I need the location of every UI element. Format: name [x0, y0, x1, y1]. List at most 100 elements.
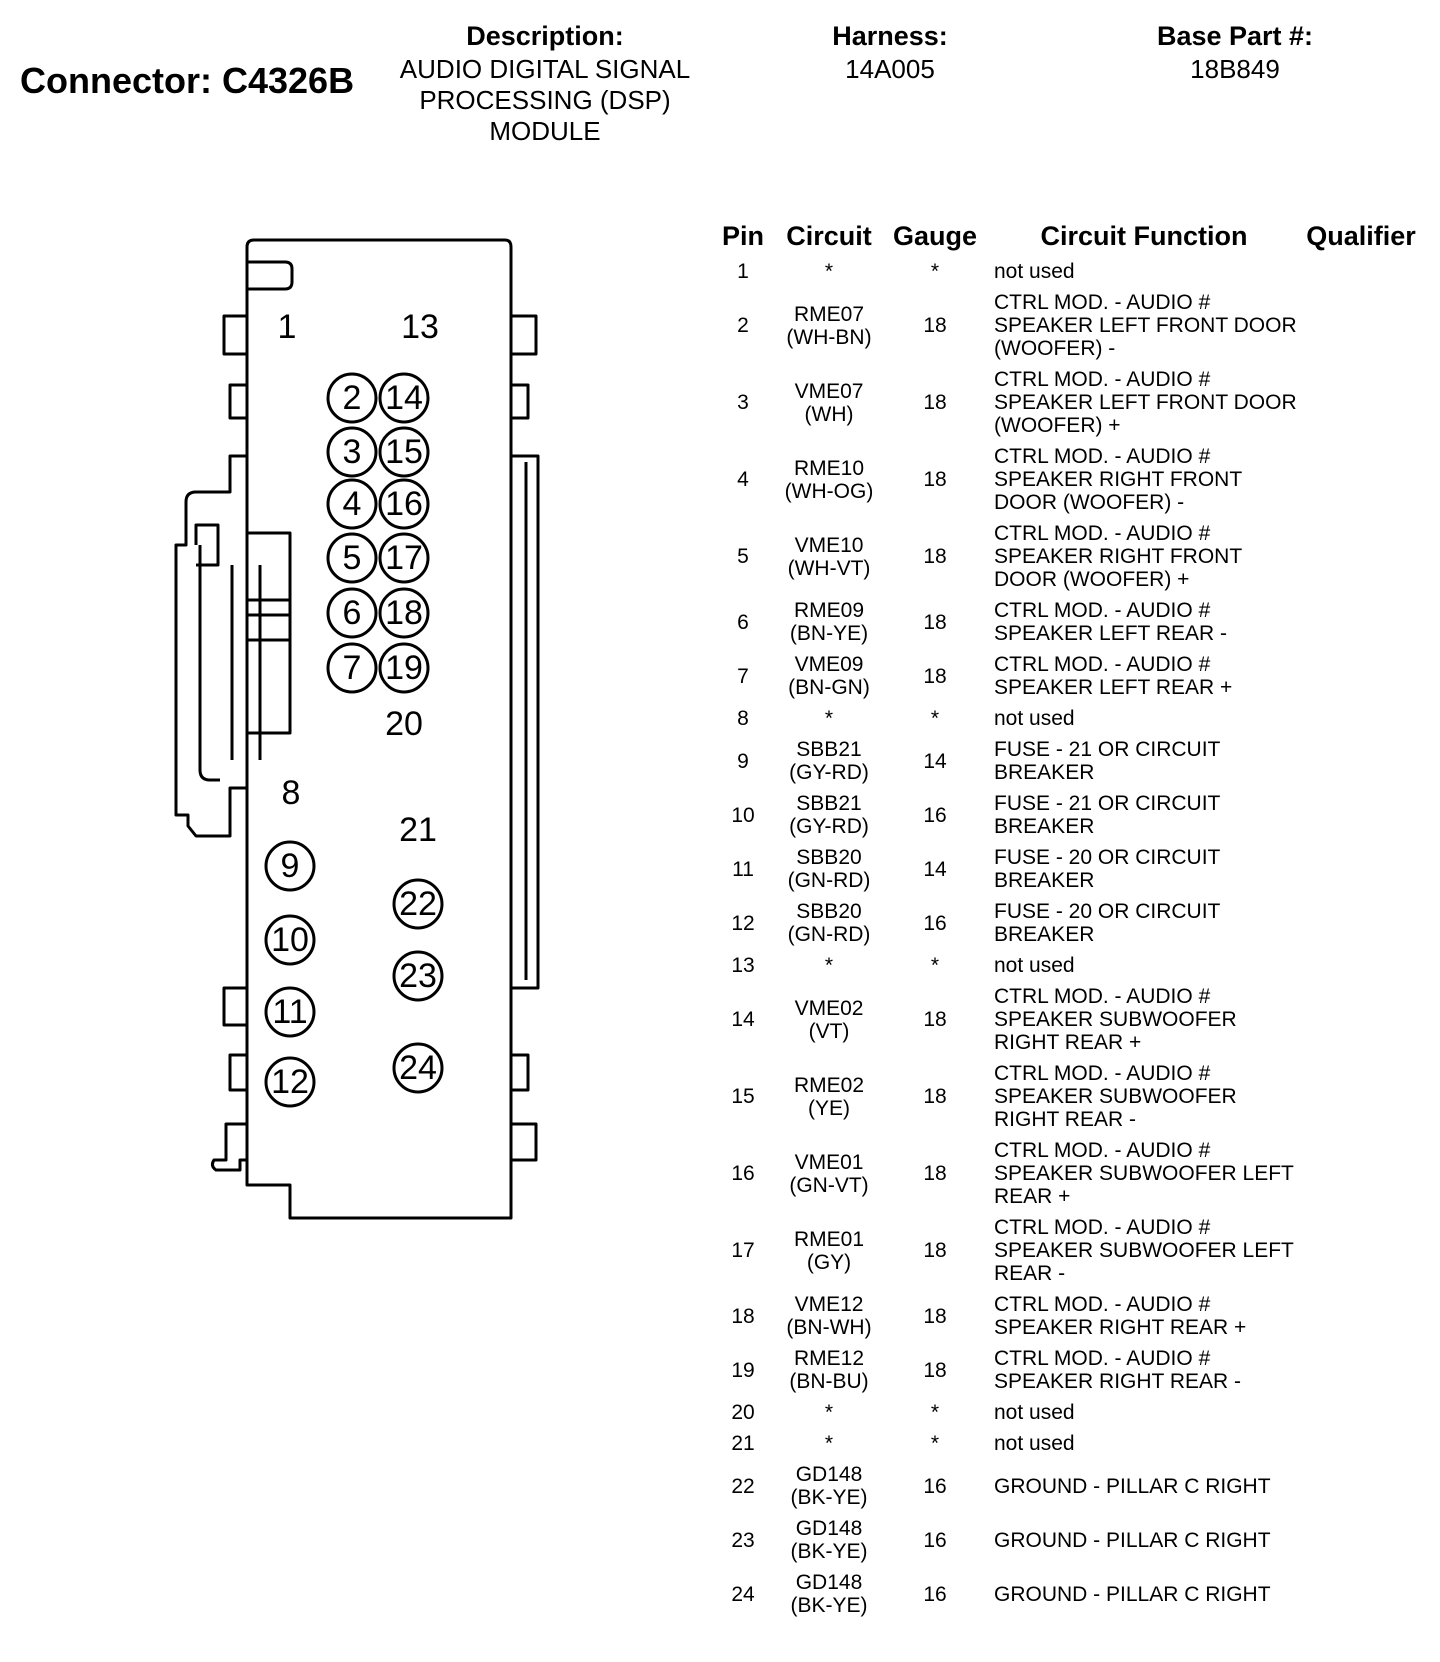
harness-value: 14A005: [845, 54, 935, 84]
circuit-cell: SBB21 (GY-RD): [789, 792, 869, 838]
circuit-function-cell: CTRL MOD. - AUDIO # SPEAKER LEFT REAR +: [994, 653, 1233, 699]
circuit-cell: SBB21 (GY-RD): [789, 738, 869, 784]
pin-cavity-circle: [326, 478, 378, 530]
gauge-cell: 18: [923, 545, 947, 568]
circuit-function-cell: CTRL MOD. - AUDIO # SPEAKER LEFT FRONT D…: [994, 368, 1297, 437]
pin-cavity-circle: [326, 372, 378, 424]
gauge-cell: *: [930, 260, 940, 283]
pin-number-cell: 11: [732, 857, 754, 881]
circuit-cell: VME10 (WH-VT): [787, 533, 871, 580]
pin-number-cell: 5: [737, 545, 749, 568]
gauge-cell: 18: [923, 1358, 947, 1382]
pin-number-cell: 1: [737, 260, 749, 283]
pin-cavity-circle: [378, 642, 430, 694]
column-header-pin: Pin: [721, 220, 764, 251]
circuit-cell: RME09 (BN-YE): [789, 599, 869, 645]
pin-number-cell: 22: [731, 1474, 755, 1498]
pin-table-header-row: Pin Circuit Gauge Circuit Function Quali…: [712, 216, 1420, 256]
gauge-cell: 14: [923, 857, 947, 881]
circuit-function-cell: FUSE - 20 OR CIRCUIT BREAKER: [994, 900, 1220, 946]
pin-position-label: 21: [399, 811, 437, 849]
circuit-function-cell: not used: [994, 1401, 1075, 1424]
pin-number-cell: 4: [737, 468, 749, 491]
gauge-cell: 18: [923, 664, 947, 688]
circuit-function-cell: not used: [994, 260, 1075, 283]
pin-row: 11 SBB20 (GN-RD) 14 FUSE - 20 OR CIRCUIT BR…: [712, 842, 1420, 896]
harness-block: Harness: 14A005: [770, 18, 1010, 85]
pin-number-label: 12: [271, 1063, 309, 1101]
pin-number-cell: 18: [731, 1304, 755, 1328]
pin-cavity-circle: [326, 587, 378, 639]
circuit-cell: VME02 (VT): [794, 996, 864, 1043]
pin-number-cell: 21: [731, 1432, 755, 1455]
base-part-value: 18B849: [1190, 54, 1280, 84]
qualifier-cell: [1302, 788, 1420, 842]
circuit-function-cell: FUSE - 20 OR CIRCUIT BREAKER: [994, 846, 1220, 892]
qualifier-cell: [1302, 1343, 1420, 1397]
harness-label: Harness:: [832, 21, 948, 51]
pin-number-cell: 23: [731, 1528, 755, 1552]
circuit-function-cell: CTRL MOD. - AUDIO # SPEAKER LEFT FRONT D…: [994, 291, 1297, 360]
pin-number-cell: 7: [737, 664, 749, 688]
pin-number-cell: 12: [731, 911, 755, 935]
circuit-cell: *: [824, 954, 834, 977]
connector-title: Connector: C4326B: [20, 60, 355, 101]
pin-cavity-circle: [378, 372, 430, 424]
pin-row: 13**not used: [712, 950, 1420, 981]
circuit-cell: GD148 (BK-YE): [790, 1517, 868, 1563]
pin-position-label: 20: [385, 705, 423, 743]
pin-number-cell: 14: [731, 1008, 755, 1031]
qualifier-cell: [1302, 1459, 1420, 1513]
gauge-cell: 16: [923, 803, 947, 827]
description-block: Description: AUDIO DIGITAL SIGNAL PROCES…: [380, 18, 710, 147]
gauge-cell: *: [930, 1432, 940, 1455]
qualifier-cell: [1302, 256, 1420, 287]
circuit-cell: SBB20 (GN-RD): [787, 846, 871, 892]
pin-number-cell: 19: [731, 1358, 755, 1382]
circuit-function-cell: CTRL MOD. - AUDIO # SPEAKER SUBWOOFER LE…: [994, 1216, 1294, 1285]
circuit-function-cell: FUSE - 21 OR CIRCUIT BREAKER: [994, 792, 1220, 838]
circuit-function-cell: not used: [994, 954, 1075, 977]
pin-number-cell: 10: [731, 803, 755, 827]
pin-cavity-circle: [378, 426, 430, 478]
pin-number-label: 16: [385, 485, 423, 523]
pin-number-cell: 8: [737, 707, 749, 730]
qualifier-cell: [1302, 441, 1420, 518]
circuit-function-cell: CTRL MOD. - AUDIO # SPEAKER LEFT REAR -: [994, 599, 1228, 645]
qualifier-cell: [1302, 1428, 1420, 1459]
pin-cavity-circle: [264, 1056, 316, 1108]
circuit-cell: *: [824, 707, 834, 730]
circuit-function-cell: CTRL MOD. - AUDIO # SPEAKER RIGHT REAR -: [994, 1347, 1241, 1393]
pin-cavity-circle: [392, 878, 444, 930]
circuit-function-cell: GROUND - PILLAR C RIGHT: [994, 1474, 1271, 1498]
circuit-cell: *: [824, 1432, 834, 1455]
pin-number-label: 6: [343, 594, 362, 632]
gauge-cell: *: [930, 954, 940, 977]
gauge-cell: 18: [923, 314, 947, 337]
circuit-function-cell: CTRL MOD. - AUDIO # SPEAKER SUBWOOFER RI…: [994, 1062, 1237, 1131]
pin-row: 1**not used: [712, 256, 1420, 287]
qualifier-cell: [1302, 703, 1420, 734]
pin-number-cell: 15: [731, 1085, 755, 1108]
description-label: Description:: [466, 21, 624, 51]
circuit-function-cell: CTRL MOD. - AUDIO # SPEAKER RIGHT REAR +: [994, 1293, 1247, 1339]
column-header-circuit: Circuit: [786, 220, 872, 251]
pin-cavity-circle: [264, 840, 316, 892]
pin-table: Pin Circuit Gauge Circuit Function Quali…: [712, 216, 1420, 1621]
qualifier-cell: [1302, 595, 1420, 649]
pin-number-cell: 6: [737, 610, 749, 634]
qualifier-cell: [1302, 981, 1420, 1058]
qualifier-cell: [1302, 1567, 1420, 1621]
gauge-cell: 18: [923, 1239, 947, 1262]
circuit-function-cell: GROUND - PILLAR C RIGHT: [994, 1582, 1271, 1606]
pin-number-cell: 16: [731, 1162, 755, 1185]
circuit-cell: RME01 (GY): [793, 1227, 865, 1274]
